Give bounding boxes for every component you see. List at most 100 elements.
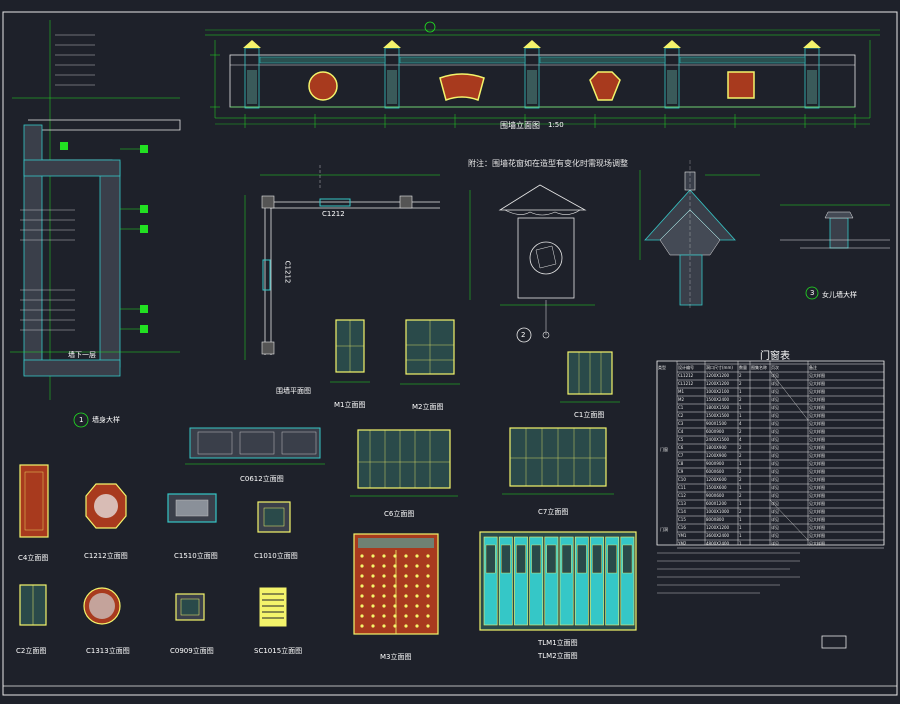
table-cell: 详见 bbox=[771, 460, 779, 466]
table-cell: 1200X1200 bbox=[706, 525, 730, 530]
table-cell: 详见 bbox=[771, 540, 779, 546]
elev-label-m1: M1立面图 bbox=[334, 401, 366, 409]
door-stud bbox=[404, 574, 408, 578]
door-stud bbox=[415, 594, 419, 598]
table-cell: 1 bbox=[739, 501, 742, 506]
table-cell: 900X600 bbox=[706, 493, 724, 498]
table-cell: 见大样图 bbox=[809, 428, 825, 434]
note-top: 附注：围墙花窗如在造型有变化时需现场调整 bbox=[468, 159, 628, 168]
door-stud bbox=[371, 604, 375, 608]
door-stud bbox=[371, 574, 375, 578]
square-window bbox=[727, 71, 755, 99]
table-cell: C9 bbox=[678, 469, 684, 474]
table-cell: 2400X1500 bbox=[706, 437, 730, 442]
fan-window bbox=[439, 73, 485, 101]
table-cell: C14 bbox=[678, 509, 686, 514]
door-stud bbox=[415, 564, 419, 568]
elev-c4-shape bbox=[19, 464, 49, 538]
table-cell: 600X1200 bbox=[706, 501, 727, 506]
door-stud bbox=[360, 564, 364, 568]
table-cell: 4 bbox=[739, 437, 742, 442]
table-cell: 见大样图 bbox=[809, 508, 825, 514]
elev-label-c7: C7立面图 bbox=[538, 508, 569, 516]
parapet-detail bbox=[780, 204, 890, 300]
elev-c7-shape bbox=[502, 427, 614, 495]
door-stud bbox=[426, 554, 430, 558]
door-stud bbox=[415, 604, 419, 608]
elev-c1510-shape bbox=[167, 493, 217, 523]
door-stud bbox=[404, 614, 408, 618]
door-stud bbox=[360, 574, 364, 578]
elev-label-m2: M2立面图 bbox=[412, 403, 444, 411]
table-cell: 900X900 bbox=[706, 461, 724, 466]
table-cell: 800X800 bbox=[706, 517, 724, 522]
table-cell: 2 bbox=[739, 381, 742, 386]
table-cell: CL1212 bbox=[678, 381, 694, 386]
table-cell: C13 bbox=[678, 501, 686, 506]
elev-c1-shape bbox=[560, 351, 620, 403]
table-cell: 见大样图 bbox=[809, 404, 825, 410]
elev-c1313-shape bbox=[83, 587, 121, 625]
door-panel-glass bbox=[531, 544, 541, 574]
table-cell: C10 bbox=[678, 477, 686, 482]
door-panel-glass bbox=[607, 544, 617, 574]
table-header-cell: 页次 bbox=[771, 364, 779, 370]
wall-section-detail bbox=[10, 20, 181, 428]
hex-window bbox=[589, 71, 621, 101]
table-cell: 2 bbox=[739, 373, 742, 378]
table-cell: 1 bbox=[739, 541, 742, 546]
elev-c6-shape bbox=[350, 429, 458, 497]
door-stud bbox=[371, 564, 375, 568]
door-stud bbox=[382, 624, 386, 628]
elev-label-c1510: C1510立面图 bbox=[174, 552, 218, 560]
table-cell: 4800X2400 bbox=[706, 541, 730, 546]
table-cell: 1200X1200 bbox=[706, 373, 730, 378]
door-stud bbox=[382, 594, 386, 598]
table-cell: 2 bbox=[739, 397, 742, 402]
table-cell: 详见 bbox=[771, 420, 779, 426]
round-window bbox=[308, 71, 338, 101]
table-cell: C8 bbox=[678, 461, 684, 466]
table-cell: 1 bbox=[739, 525, 742, 530]
elev-label-m3: M3立面图 bbox=[380, 653, 412, 661]
table-cell: CL1212 bbox=[678, 373, 694, 378]
table-cell: 2 bbox=[739, 477, 742, 482]
table-cell: 详见 bbox=[771, 476, 779, 482]
door-stud bbox=[415, 574, 419, 578]
table-cell: 见大样图 bbox=[809, 436, 825, 442]
table-cell: 2 bbox=[739, 429, 742, 434]
door-stud bbox=[415, 584, 419, 588]
table-cell: 见大样图 bbox=[809, 372, 825, 378]
table-cell: 1 bbox=[739, 461, 742, 466]
elev-label-c0909: C0909立面图 bbox=[170, 647, 214, 655]
door-stud bbox=[426, 614, 430, 618]
door-stud bbox=[371, 624, 375, 628]
door-stud bbox=[360, 614, 364, 618]
door-panel-glass bbox=[501, 544, 511, 574]
table-cell: 见大样图 bbox=[809, 524, 825, 530]
table-group-label: 门洞 bbox=[660, 526, 668, 532]
wall-plan bbox=[244, 165, 440, 360]
table-cell: 见大样图 bbox=[809, 532, 825, 538]
table-cell: 见大样图 bbox=[809, 420, 825, 426]
detail3-title: 女儿墙大样 bbox=[822, 291, 857, 299]
table-cell: C16 bbox=[678, 525, 686, 530]
table-cell: 3600X2400 bbox=[706, 533, 730, 538]
detail1-title: 墙身大样 bbox=[92, 416, 120, 424]
table-cell: 4 bbox=[739, 421, 742, 426]
door-stud bbox=[360, 624, 364, 628]
table-cell: 900X1500 bbox=[706, 421, 727, 426]
table-header-cell: 设计编号 bbox=[678, 364, 694, 370]
table-cell: 2 bbox=[739, 509, 742, 514]
table-cell: 详见 bbox=[771, 484, 779, 490]
table-cell: 见大样图 bbox=[809, 468, 825, 474]
door-stud bbox=[404, 584, 408, 588]
door-panel-glass bbox=[561, 544, 572, 574]
table-cell: C15 bbox=[678, 517, 686, 522]
door-stud bbox=[404, 604, 408, 608]
plan-label-h: C1212 bbox=[322, 210, 345, 218]
table-cell: C11 bbox=[678, 485, 686, 490]
table-cell: 见大样图 bbox=[809, 444, 825, 450]
sheet-border bbox=[2, 11, 898, 696]
door-stud bbox=[426, 594, 430, 598]
